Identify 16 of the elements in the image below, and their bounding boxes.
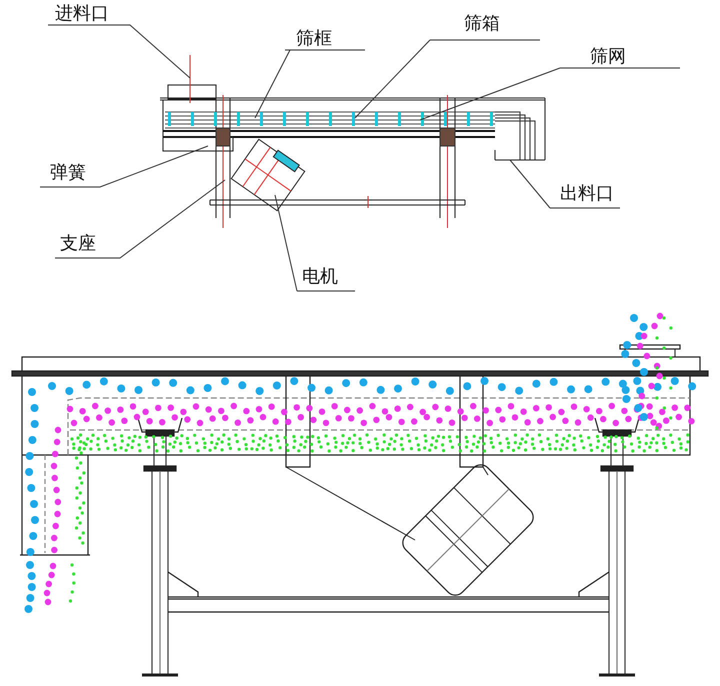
part-label: 支座 [60,233,96,255]
leader-line [40,146,208,188]
part-label: 电机 [302,266,338,288]
leader-line [254,50,366,118]
part-label: 进料口 [55,3,109,25]
leader-line [354,40,540,118]
part-label: 筛箱 [464,13,500,35]
leader-line [420,68,680,120]
leader-line [274,194,356,292]
leader-line [510,160,620,208]
part-label: 弹簧 [50,162,86,184]
part-label: 出料口 [560,183,614,205]
leader-line [54,180,226,258]
part-label: 筛网 [590,46,626,68]
part-label: 筛框 [296,28,332,50]
leader-line [48,24,190,78]
